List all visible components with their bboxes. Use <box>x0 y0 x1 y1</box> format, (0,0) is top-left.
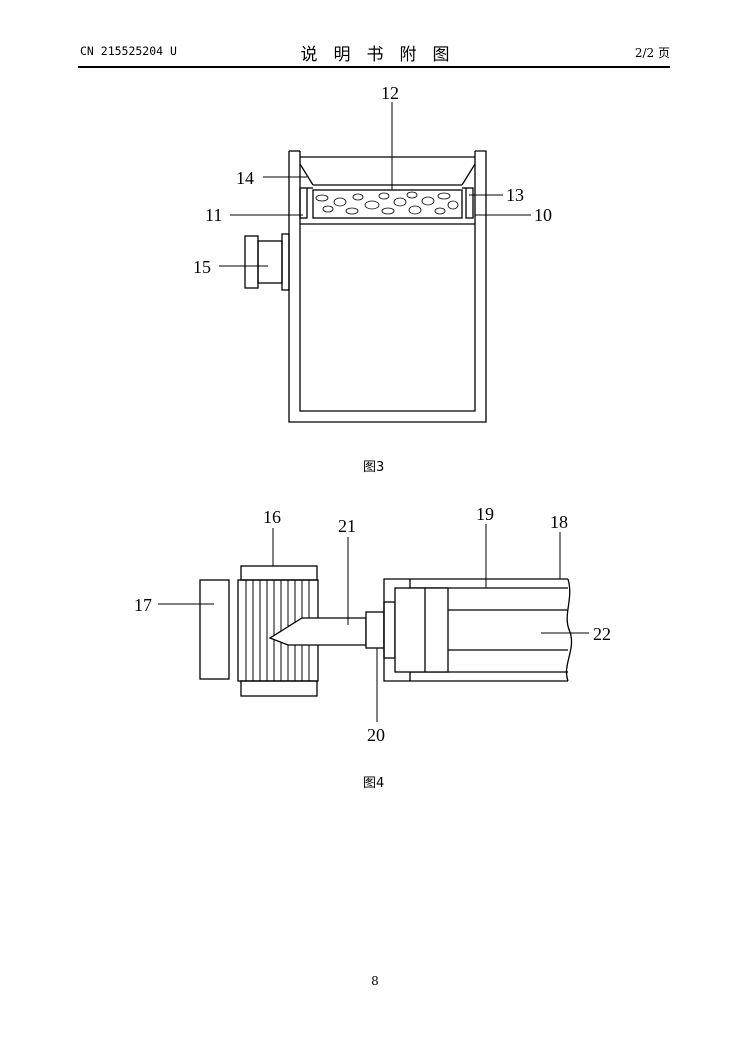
motor-bottom-cap <box>240 680 318 697</box>
controller-box <box>199 579 230 680</box>
label-12: 12 <box>381 83 399 103</box>
label-20: 20 <box>367 725 385 745</box>
housing-outer <box>383 578 568 682</box>
caption-figure-4: 图4 <box>363 776 384 791</box>
container-inner <box>299 151 476 412</box>
label-14: 14 <box>236 168 254 188</box>
right-bracket <box>465 187 474 219</box>
label-10: 10 <box>534 205 552 225</box>
coupling <box>365 611 385 649</box>
left-bracket <box>299 187 308 219</box>
filter-pebbles <box>315 191 459 215</box>
drive-shaft <box>268 617 367 646</box>
pump-cap <box>244 235 259 289</box>
label-18: 18 <box>550 512 568 532</box>
label-21: 21 <box>338 516 356 536</box>
pump-flange <box>281 233 290 291</box>
label-19: 19 <box>476 504 494 524</box>
motor-top-cap <box>240 565 318 581</box>
patent-number: CN 215525204 U <box>80 44 177 58</box>
page-indicator: 2/2 页 <box>634 46 670 60</box>
header-rule <box>78 66 670 68</box>
label-17: 17 <box>134 595 152 615</box>
filter-layer <box>312 189 463 219</box>
lid-bevel-right <box>461 163 476 186</box>
page-title: 说明书附图 <box>300 45 466 65</box>
label-11: 11 <box>205 205 222 225</box>
break-line <box>565 578 573 682</box>
container-outer <box>288 150 487 423</box>
figure-3 <box>219 102 531 423</box>
label-16: 16 <box>263 507 281 527</box>
caption-figure-3: 图3 <box>363 460 384 475</box>
label-15: 15 <box>193 257 211 277</box>
piston-head <box>394 587 449 673</box>
label-22: 22 <box>593 624 611 644</box>
label-13: 13 <box>506 185 524 205</box>
coupling-hub <box>383 601 396 659</box>
lid-bevel-left <box>299 163 314 186</box>
figure-4 <box>158 524 589 722</box>
page-number: 8 <box>371 974 379 988</box>
pump-body <box>257 240 283 284</box>
